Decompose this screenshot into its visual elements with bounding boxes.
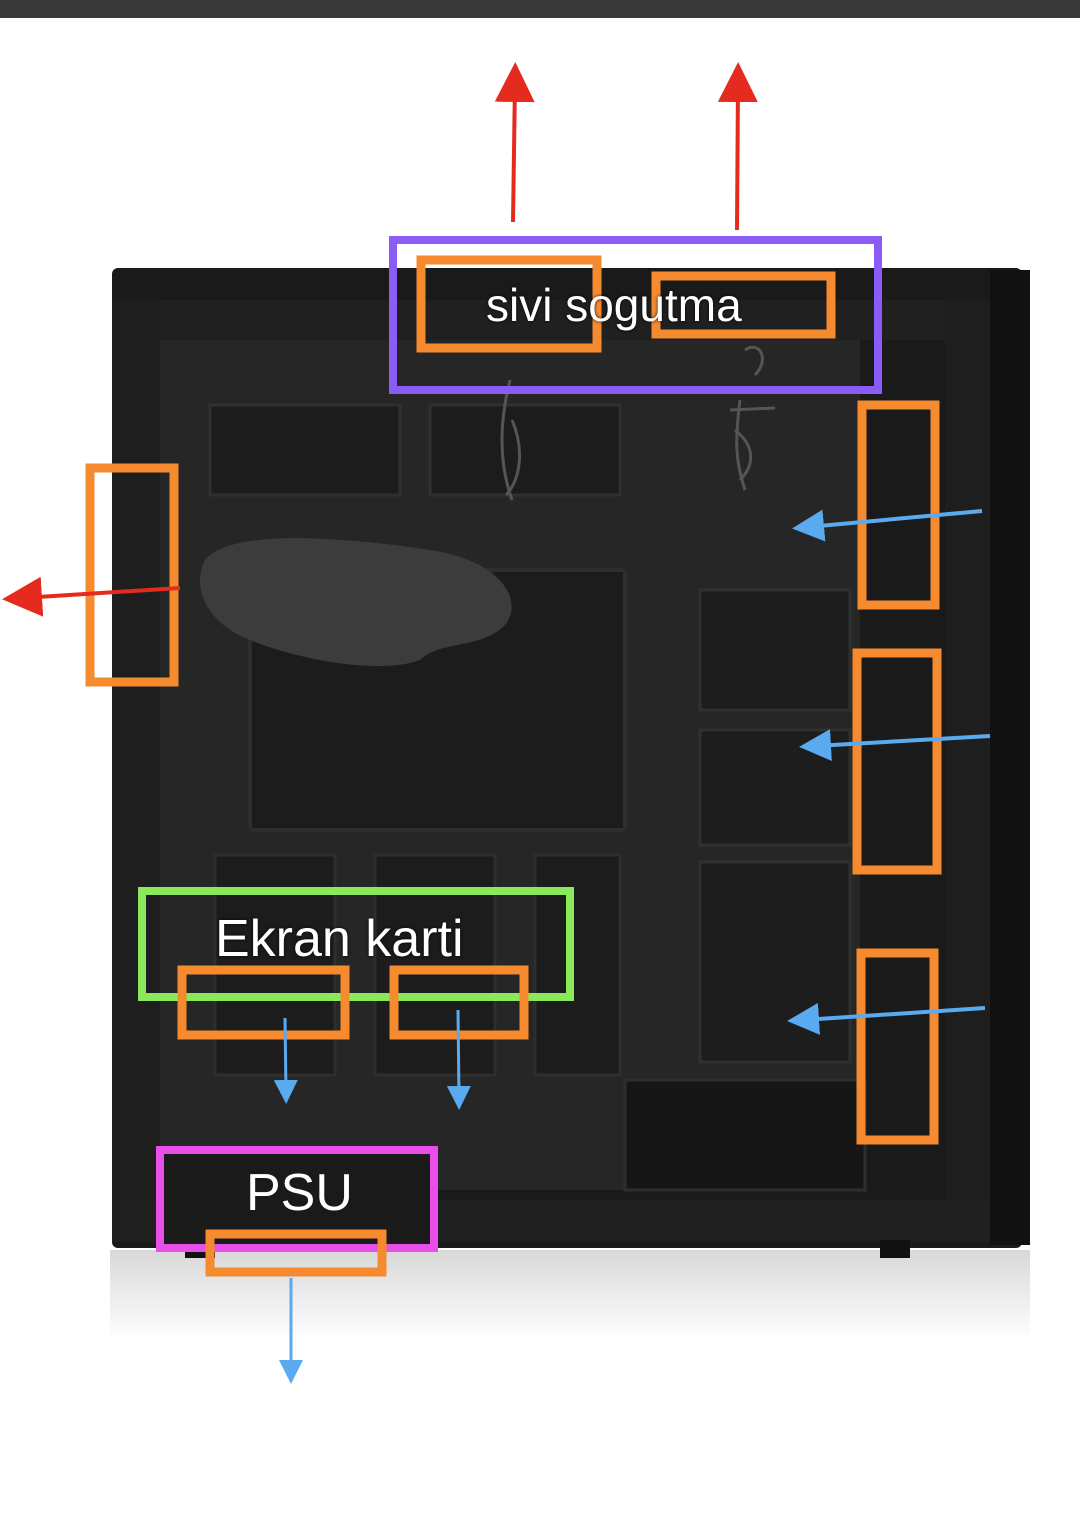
blue-arrow-icon [273, 1017, 298, 1104]
front-fan-slot-top [857, 400, 940, 610]
rear-fan-slot [85, 463, 179, 687]
front-fan-slot-bottom [856, 948, 939, 1145]
liquid-cooling-label: sivi sogutma [486, 279, 742, 331]
psu-fan-slot [205, 1229, 387, 1277]
psu-label: PSU [246, 1164, 353, 1222]
blue-arrow-icon [792, 509, 983, 542]
blue-arrow-icon [787, 1002, 986, 1035]
top-rail [112, 300, 990, 340]
top-fan-slot-right [651, 271, 836, 339]
pc-case [112, 268, 1030, 1258]
graphics-card-box [138, 887, 574, 1001]
case-foot-right [880, 1240, 910, 1258]
gpu-fan-slot-left [177, 965, 350, 1040]
scribble-blob [200, 538, 512, 667]
top-fan-slot-left [416, 255, 602, 353]
red-arrow-icon [494, 62, 535, 223]
liquid-cooling-box [389, 236, 882, 394]
front-fan-slot-mid [852, 648, 942, 875]
red-arrow-icon [2, 576, 181, 617]
top-vent-mid [428, 403, 622, 497]
psu-shroud [623, 1078, 867, 1192]
front-rail [945, 300, 990, 1240]
blue-arrow-icon [799, 729, 991, 762]
graphics-card-label: Ekran karti [215, 910, 464, 968]
front-bezel [990, 270, 1030, 1245]
drive-bay-1 [698, 588, 852, 712]
floor-reflection [110, 1250, 1030, 1340]
red-arrow-icon [717, 62, 758, 231]
top-bar [0, 0, 1080, 18]
blue-arrow-icon [446, 1009, 471, 1110]
rear-rail [112, 300, 160, 1240]
drive-bay-3 [698, 860, 852, 1064]
top-vent-left [208, 403, 402, 497]
